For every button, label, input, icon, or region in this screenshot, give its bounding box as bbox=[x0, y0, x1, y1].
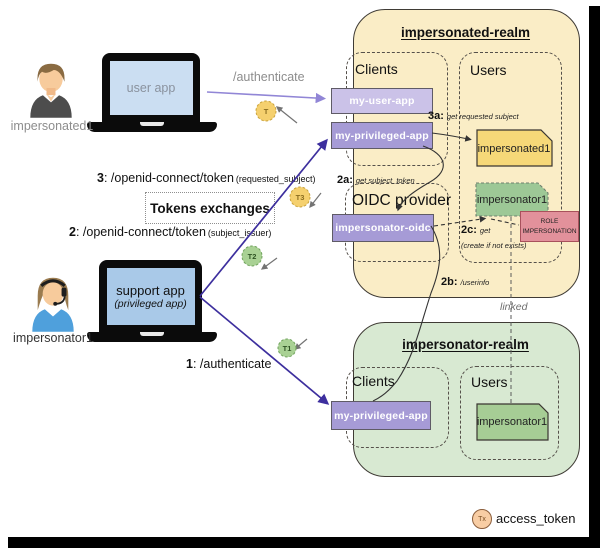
user-laptop-icon: user app bbox=[102, 53, 200, 122]
arrow-authenticate-user-app bbox=[206, 91, 327, 104]
users-zone-bottom bbox=[460, 366, 559, 460]
svg-text:T: T bbox=[264, 107, 269, 116]
my-user-app-box: my-user-app bbox=[331, 88, 433, 114]
users-zone-top-label: Users bbox=[470, 62, 507, 78]
clients-zone-top-label: Clients bbox=[355, 61, 398, 77]
shadow-bottom bbox=[8, 537, 600, 548]
access-token-legend-label: access_token bbox=[496, 511, 576, 526]
step3-label: 3: /openid-connect/token(requested_subje… bbox=[97, 171, 316, 185]
support-laptop-base bbox=[87, 332, 217, 342]
oidc-provider-label: OIDC provider bbox=[352, 192, 452, 209]
my-privileged-app-top-box: my-privileged-app bbox=[331, 122, 433, 149]
shadow-right bbox=[589, 6, 600, 548]
step2-label: 2: /openid-connect/token(subject_issuer) bbox=[69, 225, 272, 239]
user-app-label: user app bbox=[126, 80, 176, 95]
impersonator-realm-title: impersonator-realm bbox=[402, 337, 529, 352]
linked-label: linked bbox=[500, 301, 528, 313]
svg-text:T3: T3 bbox=[296, 193, 305, 202]
role-impersonation-badge: ROLE IMPERSONATION bbox=[520, 211, 579, 242]
svg-text:T1: T1 bbox=[283, 344, 292, 353]
token-badge-t: T bbox=[255, 100, 277, 122]
user-laptop-base bbox=[87, 122, 217, 132]
impersonated-realm-title: impersonated-realm bbox=[400, 25, 531, 40]
step3a-label: 3a:get requested subject bbox=[428, 110, 519, 122]
token-badge-t1: T1 bbox=[277, 338, 297, 358]
gray-arrow-t2 bbox=[260, 257, 278, 270]
impersonator-user-icon bbox=[26, 271, 80, 338]
users-zone-bottom-label: Users bbox=[471, 374, 508, 390]
token-badge-t2: T2 bbox=[241, 245, 263, 267]
step2c-paren-label: (create if not exists) bbox=[461, 241, 527, 250]
gray-arrow-t1 bbox=[293, 338, 308, 350]
support-laptop-icon: support app (privileged app) bbox=[99, 260, 202, 332]
my-privileged-app-bottom-box: my-privileged-app bbox=[331, 401, 431, 430]
token-badge-t3: T3 bbox=[289, 186, 311, 208]
support-app-label: support app bbox=[116, 282, 185, 298]
svg-text:T2: T2 bbox=[248, 252, 257, 261]
tokens-exchanges-box: Tokens exchanges bbox=[145, 192, 275, 224]
step2c-label: 2c:get bbox=[461, 224, 491, 236]
impersonator-oidc-box: impersonator-oidc bbox=[332, 214, 434, 242]
authenticate-top-label: /authenticate bbox=[233, 70, 305, 84]
arrow-authenticate-support bbox=[199, 296, 330, 405]
impersonated-user-icon bbox=[24, 57, 78, 124]
impersonated-user-label: impersonated1 bbox=[10, 119, 94, 133]
gray-arrow-t bbox=[275, 106, 298, 124]
step2b-label: 2b:/userinfo bbox=[441, 276, 490, 288]
support-app-sublabel: (privileged app) bbox=[114, 297, 187, 310]
gray-arrow-t3 bbox=[309, 192, 322, 209]
step2a-label: 2a:get subject_token bbox=[337, 174, 415, 186]
clients-zone-bottom-label: Clients bbox=[352, 373, 395, 389]
access-token-badge-icon: Tx bbox=[472, 509, 492, 529]
step1-label: 1: /authenticate bbox=[186, 357, 272, 371]
impersonator-user-label: impersonator1 bbox=[13, 331, 93, 345]
